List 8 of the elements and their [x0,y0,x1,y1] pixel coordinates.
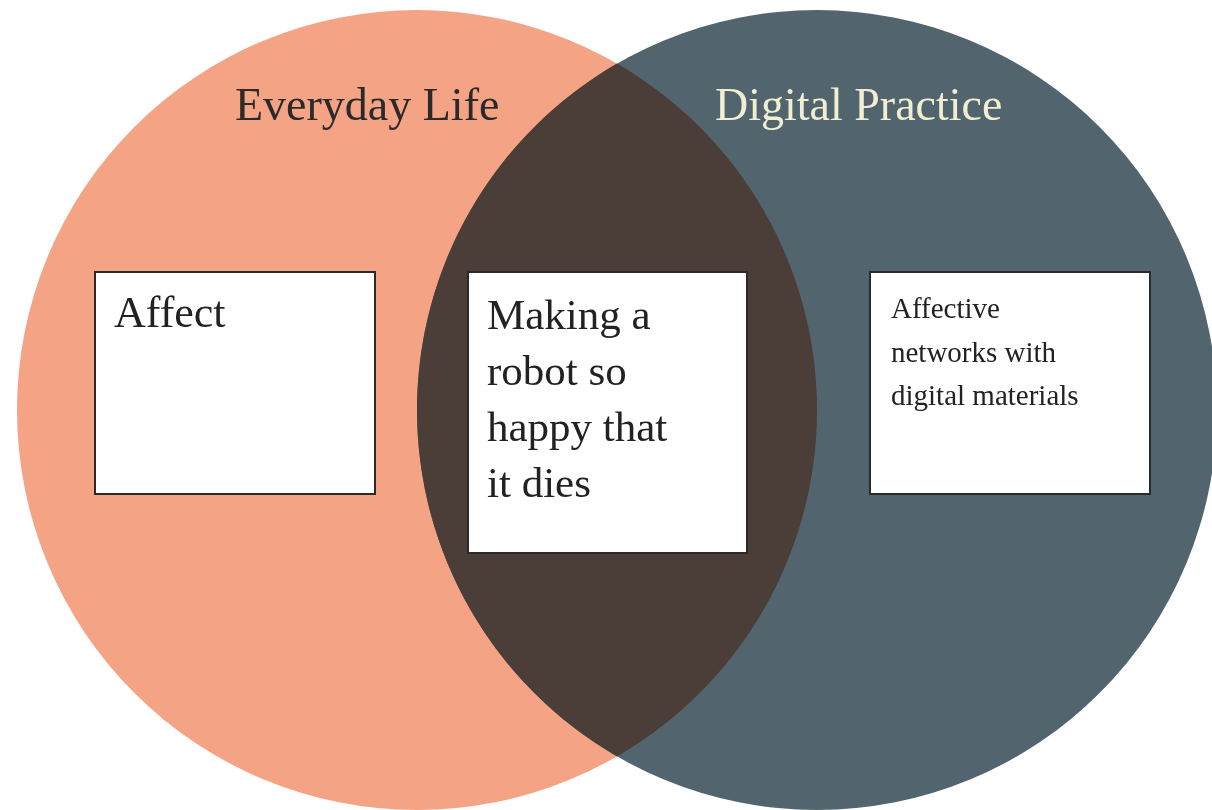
box-text: Affect [114,287,227,339]
text-box [869,271,1151,495]
box-text: Affective networks with digital materials [891,291,1080,413]
circle-title: Digital Practice [715,78,1003,131]
circle-title: Everyday Life [235,78,500,131]
text-box [94,271,376,495]
box-text: Making a robot so happy that it dies [487,290,669,508]
text-box [467,271,748,554]
